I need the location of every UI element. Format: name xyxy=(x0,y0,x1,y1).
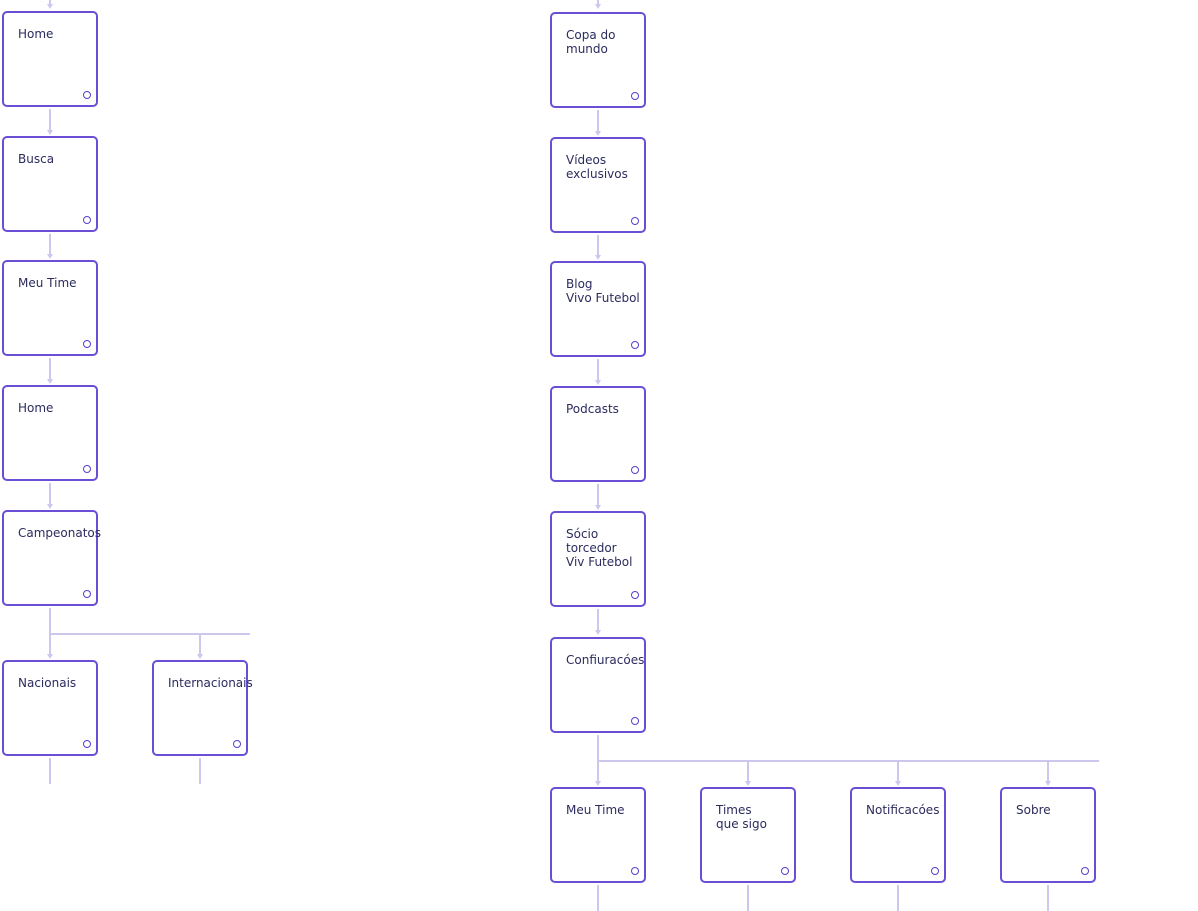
connector-branch-campeonatos xyxy=(49,633,250,635)
node-home-2[interactable]: Home xyxy=(2,385,98,481)
node-blog-vivo-futebol[interactable]: Blog Vivo Futebol xyxy=(550,261,646,357)
connector-branch-configuracoes xyxy=(597,760,1099,762)
connector-busca-meu-time xyxy=(49,234,51,255)
node-label: Home xyxy=(18,27,54,41)
arrow-head xyxy=(595,131,601,136)
node-label: Copa do mundo xyxy=(566,28,616,56)
node-label: Busca xyxy=(18,152,55,166)
node-internacionais[interactable]: Internacionais xyxy=(152,660,253,756)
connector-branch-notificacoes xyxy=(897,760,899,782)
arrow-head xyxy=(47,4,53,9)
connector-branch-internacionais xyxy=(199,633,201,655)
connector-blog-podcasts xyxy=(597,359,599,381)
node-label: Confiuracóes xyxy=(566,653,645,667)
connector-meu-time-home xyxy=(49,358,51,380)
connector-times-que-sigo-down xyxy=(747,885,749,911)
node-campeonatos[interactable]: Campeonatos xyxy=(2,510,102,606)
arrow-head xyxy=(745,781,751,786)
connector-configuracoes-meu-time xyxy=(597,735,599,782)
node-meu-time-2[interactable]: Meu Time xyxy=(550,787,646,883)
connector-port-icon[interactable] xyxy=(233,740,241,748)
connector-port-icon[interactable] xyxy=(781,867,789,875)
node-label: Home xyxy=(18,401,54,415)
connector-internacionais-down xyxy=(199,758,201,784)
arrow-head xyxy=(595,380,601,385)
node-label: Times que sigo xyxy=(716,803,767,831)
connector-copa-videos xyxy=(597,110,599,132)
arrow-head xyxy=(47,654,53,659)
node-label: Blog Vivo Futebol xyxy=(566,277,640,305)
connector-podcasts-socio xyxy=(597,484,599,506)
node-label: Notificacóes xyxy=(866,803,940,817)
connector-notificacoes-down xyxy=(897,885,899,911)
arrow-head xyxy=(595,4,601,9)
connector-home-campeonatos xyxy=(49,483,51,505)
connector-top-home xyxy=(49,0,51,6)
node-label: Campeonatos xyxy=(18,526,102,540)
node-home[interactable]: Home xyxy=(2,11,98,107)
connector-meu-time-down xyxy=(597,885,599,911)
arrow-head xyxy=(895,781,901,786)
arrow-head xyxy=(1045,781,1051,786)
node-label: Internacionais xyxy=(168,676,253,690)
connector-port-icon[interactable] xyxy=(83,465,91,473)
connector-branch-times-que-sigo xyxy=(747,760,749,782)
connector-port-icon[interactable] xyxy=(83,216,91,224)
node-label: Nacionais xyxy=(18,676,77,690)
connector-port-icon[interactable] xyxy=(631,466,639,474)
connector-top-copa xyxy=(597,0,599,6)
connector-port-icon[interactable] xyxy=(631,867,639,875)
connector-port-icon[interactable] xyxy=(631,92,639,100)
node-notificacoes[interactable]: Notificacóes xyxy=(850,787,946,883)
connector-port-icon[interactable] xyxy=(631,717,639,725)
connector-port-icon[interactable] xyxy=(931,867,939,875)
arrow-head xyxy=(197,654,203,659)
node-label: Podcasts xyxy=(566,402,619,416)
arrow-head xyxy=(47,254,53,259)
node-videos-exclusivos[interactable]: Vídeos exclusivos xyxy=(550,137,646,233)
node-label: Vídeos exclusivos xyxy=(566,153,628,181)
arrow-head xyxy=(47,504,53,509)
node-meu-time[interactable]: Meu Time xyxy=(2,260,98,356)
node-label: Meu Time xyxy=(18,276,77,290)
node-socio-torcedor[interactable]: Sócio torcedor Viv Futebol xyxy=(550,511,646,607)
node-podcasts[interactable]: Podcasts xyxy=(550,386,646,482)
connector-port-icon[interactable] xyxy=(83,91,91,99)
node-copa-do-mundo[interactable]: Copa do mundo xyxy=(550,12,646,108)
connector-sobre-down xyxy=(1047,885,1049,911)
connector-port-icon[interactable] xyxy=(631,217,639,225)
node-label: Sobre xyxy=(1016,803,1051,817)
connector-port-icon[interactable] xyxy=(1081,867,1089,875)
connector-port-icon[interactable] xyxy=(83,590,91,598)
arrow-head xyxy=(595,255,601,260)
connector-port-icon[interactable] xyxy=(631,591,639,599)
node-times-que-sigo[interactable]: Times que sigo xyxy=(700,787,796,883)
node-sobre[interactable]: Sobre xyxy=(1000,787,1096,883)
arrow-head xyxy=(47,130,53,135)
connector-port-icon[interactable] xyxy=(83,740,91,748)
node-configuracoes[interactable]: Confiuracóes xyxy=(550,637,646,733)
arrow-head xyxy=(47,379,53,384)
connector-port-icon[interactable] xyxy=(83,340,91,348)
connector-port-icon[interactable] xyxy=(631,341,639,349)
node-nacionais[interactable]: Nacionais xyxy=(2,660,98,756)
node-busca[interactable]: Busca xyxy=(2,136,98,232)
node-label: Meu Time xyxy=(566,803,625,817)
node-label: Sócio torcedor Viv Futebol xyxy=(566,527,633,569)
connector-home-busca xyxy=(49,109,51,131)
connector-nacionais-down xyxy=(49,758,51,784)
connector-campeonatos-nacionais xyxy=(49,608,51,655)
connector-branch-sobre xyxy=(1047,760,1049,782)
connector-videos-blog xyxy=(597,235,599,256)
arrow-head xyxy=(595,630,601,635)
connector-socio-configuracoes xyxy=(597,609,599,631)
arrow-head xyxy=(595,505,601,510)
arrow-head xyxy=(595,781,601,786)
